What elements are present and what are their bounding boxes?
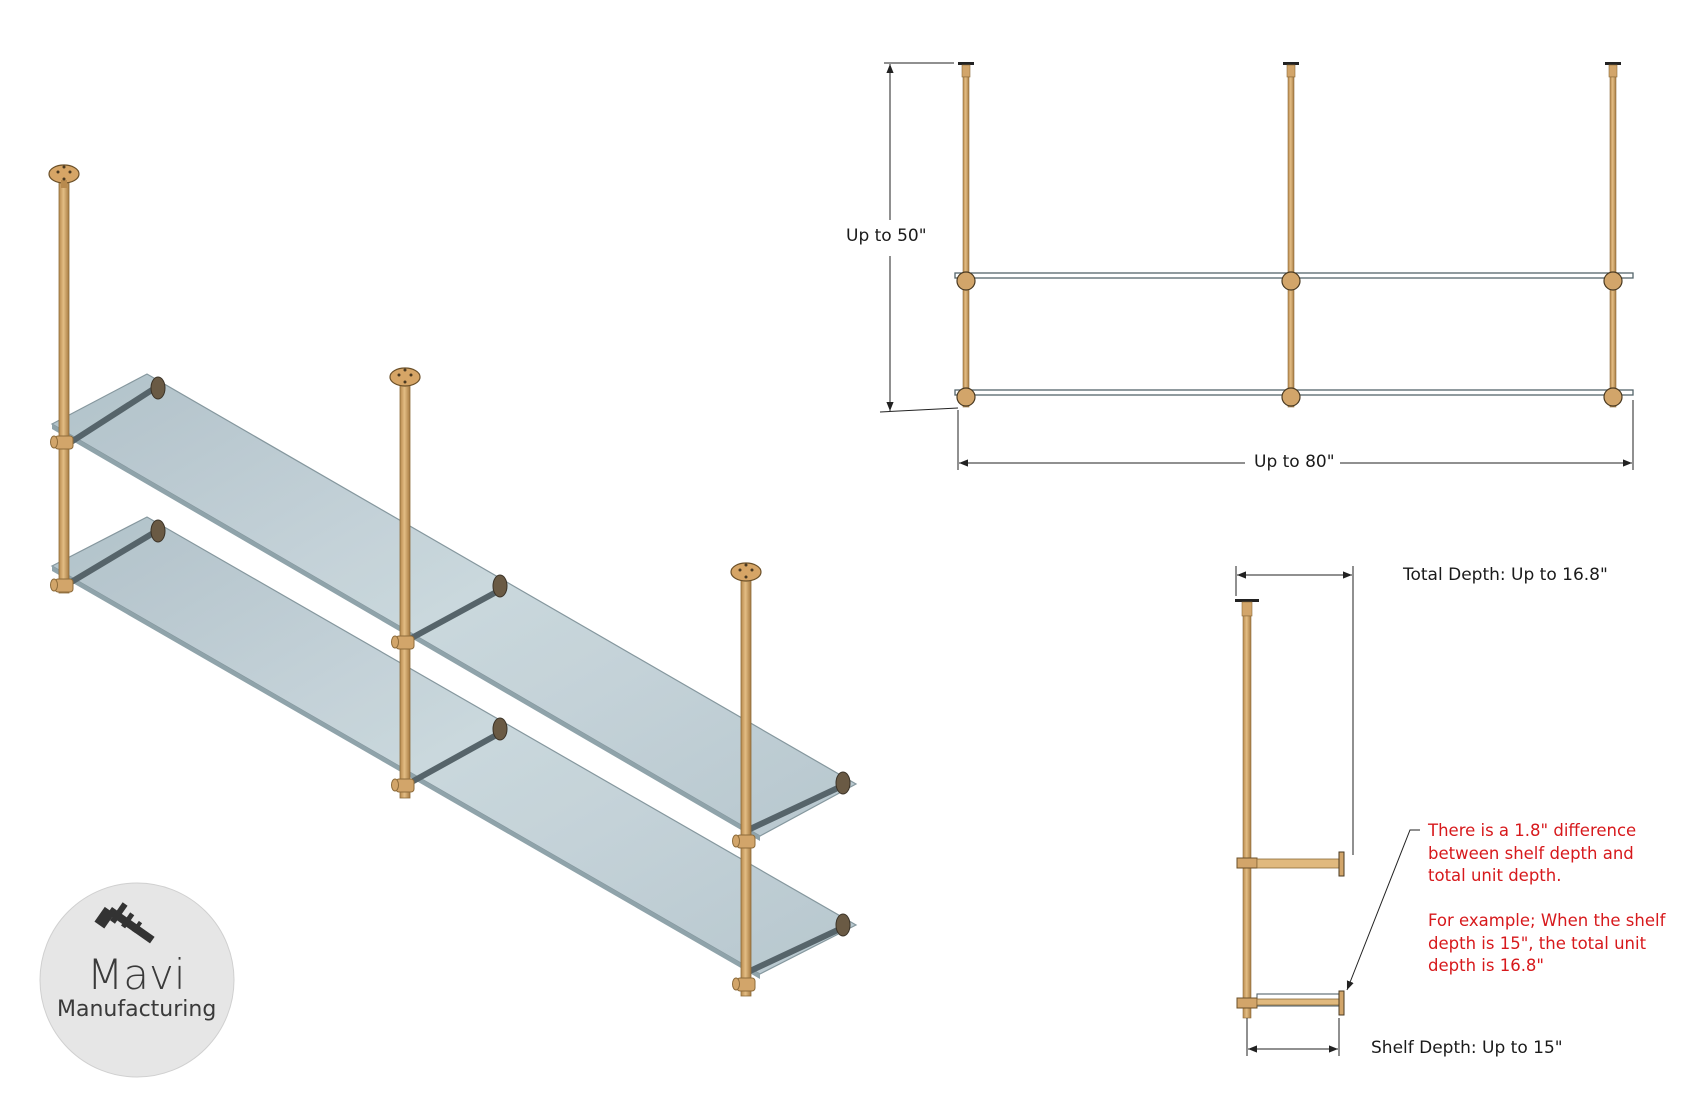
shelf-depth-label: Shelf Depth: Up to 15" xyxy=(1371,1038,1563,1058)
height-label: Up to 50" xyxy=(842,226,931,246)
iso-post-left xyxy=(48,164,80,594)
side-view xyxy=(1235,566,1420,1056)
front-post-right xyxy=(1603,62,1623,408)
total-depth-dimension xyxy=(1235,566,1354,855)
width-label: Up to 80" xyxy=(1250,452,1339,472)
iso-post-right xyxy=(730,562,762,997)
width-dimension xyxy=(957,400,1634,470)
front-post-left xyxy=(956,62,976,408)
shelf-depth-dimension xyxy=(1246,1018,1340,1056)
iso-post-middle xyxy=(389,367,421,799)
logo-line2: Manufacturing xyxy=(57,997,217,1022)
logo xyxy=(39,882,235,1078)
note-leader xyxy=(1346,829,1420,991)
isometric-view xyxy=(48,164,858,997)
total-depth-label: Total Depth: Up to 16.8" xyxy=(1403,565,1608,585)
caliper-hammer-icon xyxy=(94,902,155,944)
logo-line1: Mavi xyxy=(87,950,186,999)
depth-difference-note: There is a 1.8" difference between shelf… xyxy=(1428,821,1666,975)
height-dimension xyxy=(879,62,959,413)
front-post-middle xyxy=(1281,62,1301,408)
front-elevation xyxy=(879,62,1634,470)
